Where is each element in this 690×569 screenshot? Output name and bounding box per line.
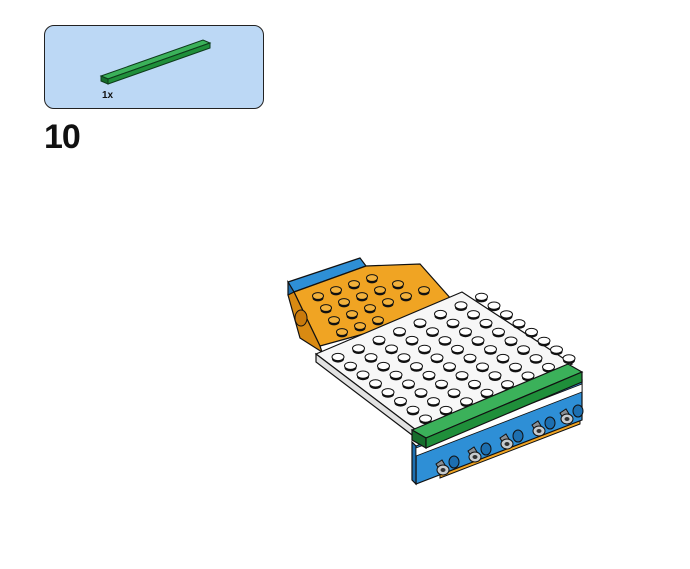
stud [435, 379, 448, 390]
stud [562, 354, 576, 365]
stud [468, 379, 481, 391]
stud [443, 362, 456, 373]
parts-list-box: 1x [44, 25, 264, 109]
stud [426, 327, 439, 338]
technic-hole [544, 416, 556, 430]
stud [459, 327, 472, 338]
stud [504, 336, 518, 347]
pin [435, 459, 450, 476]
stud [451, 344, 464, 356]
pin [559, 408, 574, 425]
stud [389, 370, 403, 381]
stud [434, 309, 447, 321]
stud [385, 344, 398, 355]
pin [531, 420, 546, 437]
stud [446, 318, 460, 329]
technic-hole [448, 455, 460, 469]
stud [381, 388, 395, 399]
pin [467, 446, 482, 463]
stud [447, 388, 461, 399]
stud [463, 353, 477, 364]
stud [475, 292, 488, 303]
stud [550, 345, 563, 356]
stud [517, 345, 530, 356]
stud [438, 336, 452, 347]
stud [410, 362, 423, 373]
stud [418, 344, 431, 355]
stud [537, 336, 551, 347]
stud [364, 353, 378, 364]
stud [393, 327, 406, 338]
stud [479, 318, 493, 330]
stud [427, 397, 440, 408]
pin [499, 433, 514, 450]
stud [397, 353, 411, 364]
stud [406, 405, 420, 416]
stud [484, 345, 497, 356]
stud [369, 379, 382, 390]
part-quantity: 1x [102, 90, 114, 101]
stud [500, 310, 513, 321]
technic-pins [435, 404, 584, 476]
stud [344, 361, 357, 372]
stud [467, 310, 480, 321]
stud [529, 354, 543, 365]
technic-hole [480, 442, 492, 456]
stud [492, 327, 505, 338]
stud [487, 301, 501, 312]
stud [476, 362, 489, 373]
stud [402, 379, 415, 390]
stud [509, 362, 522, 373]
stud [394, 396, 407, 408]
stud [430, 353, 444, 364]
stud [422, 370, 436, 382]
stud [455, 371, 469, 382]
stud [331, 352, 345, 364]
stud [372, 335, 386, 346]
green-flat-tile-long-icon [99, 39, 212, 85]
technic-hole [512, 429, 524, 443]
stud [413, 318, 427, 329]
technic-hole [572, 404, 584, 418]
step-number: 10 [44, 118, 81, 156]
stud [454, 301, 468, 312]
stud [525, 327, 538, 339]
stud [414, 388, 428, 399]
stud [377, 361, 390, 373]
stud [405, 335, 419, 347]
stud [496, 353, 510, 365]
stud [471, 336, 485, 347]
stud [488, 371, 502, 382]
stud [352, 344, 365, 355]
stud [356, 370, 370, 381]
stud [512, 319, 526, 330]
